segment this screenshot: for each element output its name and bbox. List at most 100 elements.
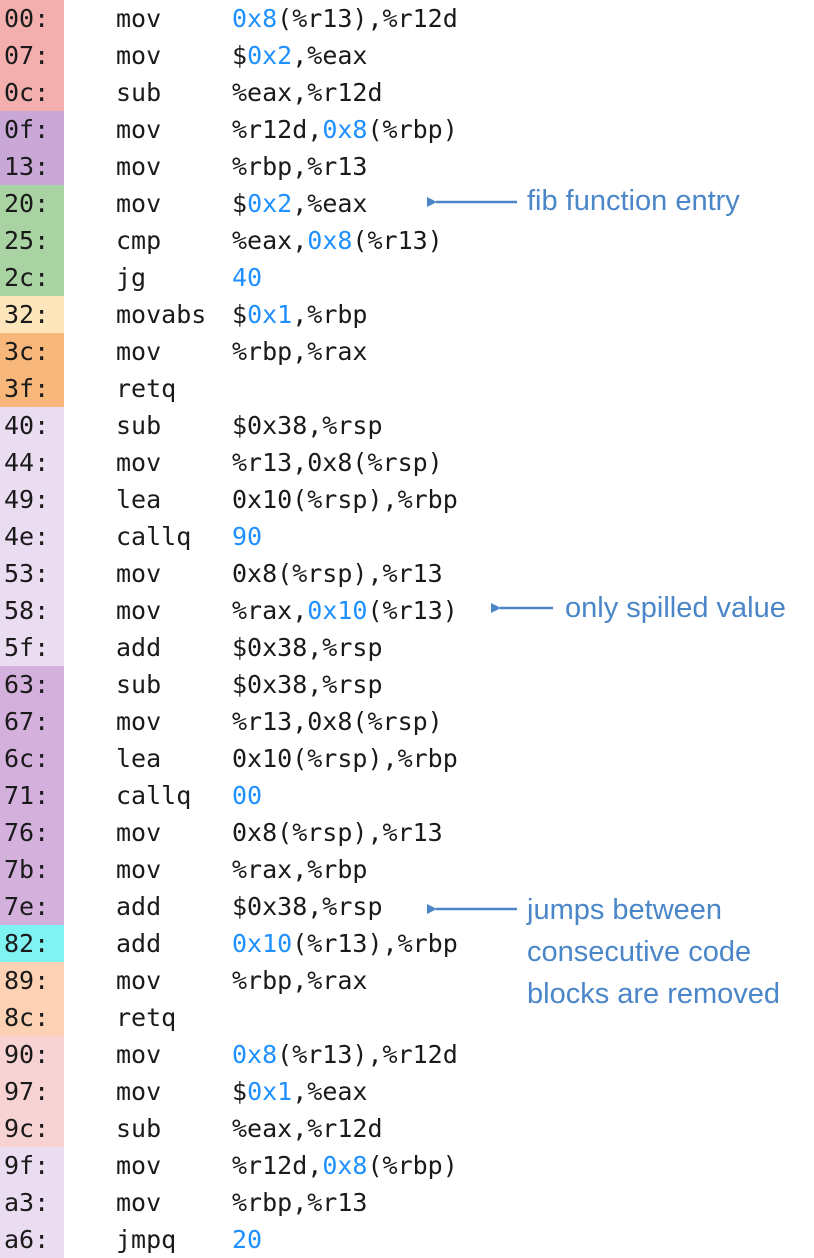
code-line: 7b:mov%rax,%rbp [0,851,520,888]
operand-text: %r13,0x8(%rsp) [232,707,443,736]
mnemonic: mov [116,115,162,144]
operand: 0x8(%rsp),%r13 [232,814,443,851]
operand-constant: 40 [232,263,263,292]
address-label: 2c: [0,259,64,296]
operand-constant: 0x8 [322,115,368,144]
code-line: 49: lea 0x10(%rsp),%rbp [0,481,520,518]
address-label: 0c: [0,74,64,111]
operand-text: %eax,%r12d [232,1114,383,1143]
code-line: 3c:mov%rbp,%rax [0,333,520,370]
operand: %r13,0x8(%rsp) [232,444,443,481]
operand: %eax,%r12d [232,1110,383,1147]
annotation-jumps-line-1: jumps between [527,894,723,926]
address-label: 97: [0,1073,64,1110]
code-line: a3: mov %rbp,%r13 [0,1184,520,1221]
operand-constant: 0x8 [232,4,278,33]
operand-text: $0x38,%rsp [232,892,383,921]
operand-text: (%rbp) [367,1151,458,1180]
operand-text: %rbp,%r13 [232,1188,368,1217]
operand-text: %rax, [232,596,308,625]
operand-constant: 0x10 [232,929,293,958]
operand-text: $0x38,%rsp [232,670,383,699]
code-line: 07:mov$0x2,%eax [0,37,520,74]
address-label: 89: [0,962,64,999]
operand: $0x1,%rbp [232,296,367,333]
address-label: 0f: [0,111,64,148]
code-line: 44:mov%r13,0x8(%rsp) [0,444,520,481]
operand-text: $ [232,41,248,70]
mnemonic: retq [116,374,177,403]
operand: $0x38,%rsp [232,407,383,444]
operand: 0x8(%rsp),%r13 [232,555,443,592]
operand-text: %rbp,%rax [232,966,368,995]
address-label: 49: [0,481,64,518]
mnemonic: mov [116,559,162,588]
operand: $0x1,%eax [232,1073,367,1110]
operand: $0x38,%rsp [232,629,383,666]
mnemonic: mov [116,4,162,33]
code-line: 40:sub$0x38,%rsp [0,407,520,444]
mnemonic: retq [116,1003,177,1032]
mnemonic: callq [116,781,192,810]
operand-text: $ [232,300,248,329]
mnemonic: mov [116,152,162,181]
code-line: 67:mov%r13,0x8(%rsp) [0,703,520,740]
operand: %r12d,0x8(%rbp) [232,1147,458,1184]
operand-text: ,%eax [292,1077,368,1106]
operand-text: ,%rbp [292,300,368,329]
annotation-fib-entry: fib function entry [527,185,740,217]
code-line: 0f:mov%r12d,0x8(%rbp) [0,111,520,148]
mnemonic: mov [116,1151,162,1180]
code-line: 58:mov%rax,0x10(%r13) [0,592,520,629]
operand-text: ,%eax [292,41,368,70]
operand-constant: 0x1 [247,1077,293,1106]
mnemonic: mov [116,818,162,847]
operand: 0x10(%rsp),%rbp [232,481,458,518]
mnemonic: add [116,929,162,958]
operand-text: (%r13),%rbp [292,929,458,958]
mnemonic: lea [116,485,162,514]
address-label: 63: [0,666,64,703]
operand-text: $ [232,1077,248,1106]
operand: %rax,0x10(%r13) [232,592,458,629]
mnemonic: add [116,892,162,921]
code-line: 97:mov$0x1,%eax [0,1073,520,1110]
mnemonic: mov [116,855,162,884]
address-label: 8c: [0,999,64,1036]
address-label: 71: [0,777,64,814]
address-label: 7b: [0,851,64,888]
address-label: 9c: [0,1110,64,1147]
operand-text: ,%eax [292,189,368,218]
operand-text: $0x38,%rsp [232,633,383,662]
mnemonic: mov [116,448,162,477]
operand-text: %r12d, [232,1151,323,1180]
mnemonic: mov [116,1188,162,1217]
operand-text: %r12d, [232,115,323,144]
code-line: 5f:add$0x38,%rsp [0,629,520,666]
code-line: 20:mov$0x2,%eax [0,185,520,222]
address-label: 5f: [0,629,64,666]
operand-text: 0x10(%rsp),%rbp [232,744,458,773]
operand: %r13,0x8(%rsp) [232,703,443,740]
mnemonic: mov [116,966,162,995]
operand-constant: 0x1 [247,300,293,329]
address-label: 58: [0,592,64,629]
operand: 90 [232,518,262,555]
operand-text: 0x10(%rsp),%rbp [232,485,458,514]
operand-text: (%r13),%r12d [277,4,458,33]
operand-constant: 0x10 [307,596,368,625]
operand: 00 [232,777,262,814]
operand: %rbp,%rax [232,962,367,999]
operand-text: %eax,%r12d [232,78,383,107]
operand: $0x2,%eax [232,185,367,222]
mnemonic: sub [116,78,162,107]
mnemonic: mov [116,41,162,70]
operand: %rbp,%rax [232,333,367,370]
address-label: a3: [0,1184,64,1221]
annotation-jumps-line-2: consecutive code [527,936,752,968]
